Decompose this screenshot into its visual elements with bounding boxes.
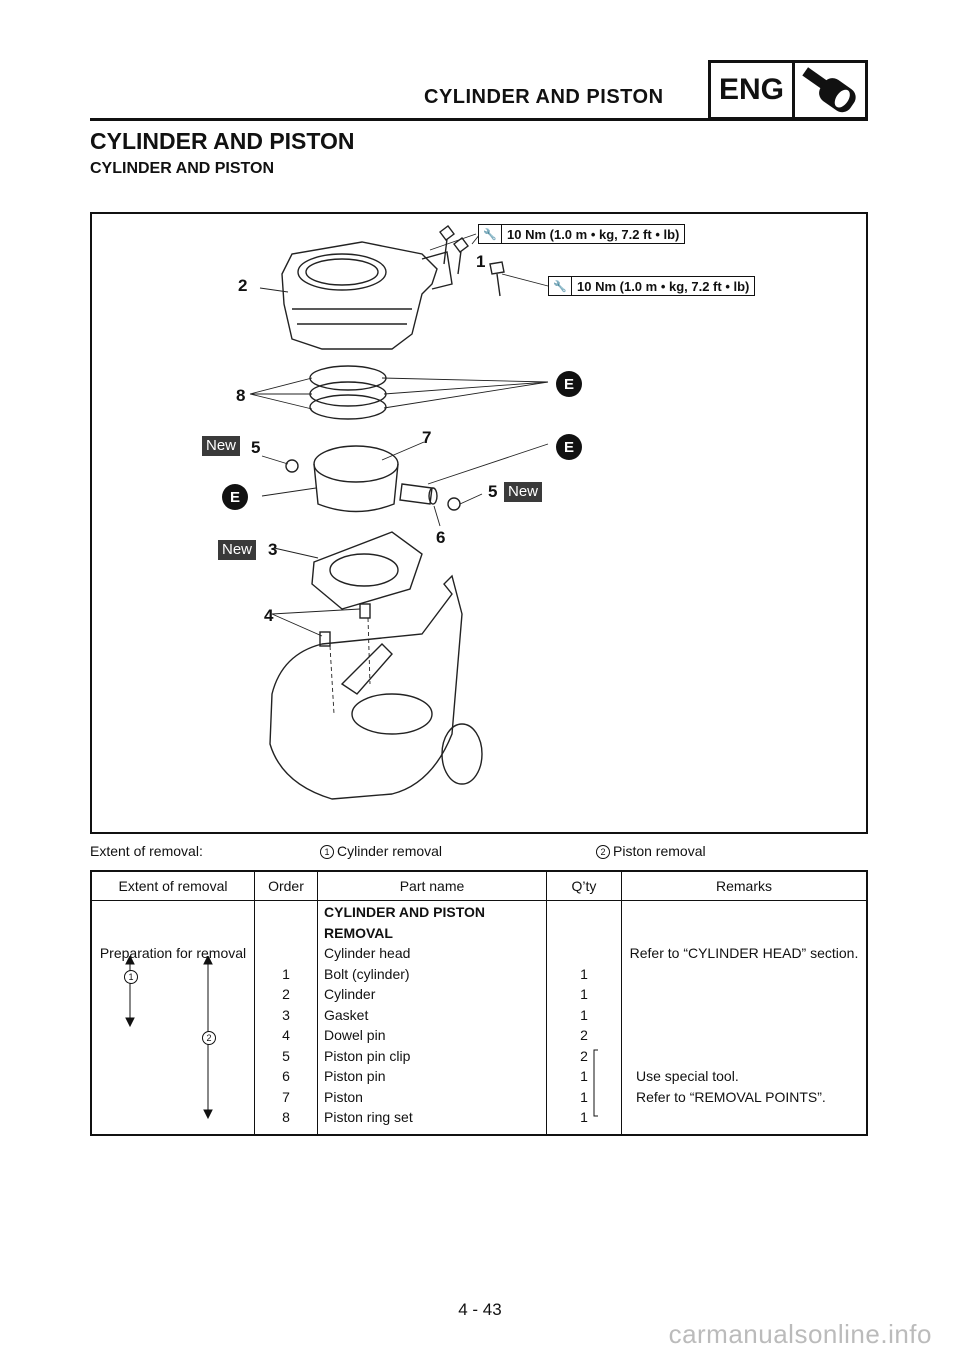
row-qty: 1 — [546, 1088, 622, 1109]
callout-5: 5 — [251, 438, 261, 457]
removal-table: Extent of removal Order Part name Q’ty R… — [90, 870, 868, 1136]
table-header: Extent of removal Order Part name Q’ty R… — [90, 870, 868, 901]
table-row: CYLINDER AND PISTON — [90, 900, 868, 925]
row-part: Piston pin — [317, 1068, 547, 1089]
engine-wrench-icon — [795, 63, 865, 117]
new-part-tag: New — [202, 436, 241, 456]
marker-circle: 2 — [596, 845, 610, 859]
engine-oil-badge: E — [556, 371, 582, 397]
callout-5: 5 — [488, 482, 498, 501]
row-part: Piston ring set — [317, 1109, 547, 1135]
range-marker: 2 — [202, 1029, 219, 1047]
callout-3: 3 — [268, 540, 278, 559]
torque-spec: 🔧 10 Nm (1.0 m • kg, 7.2 ft • lb) — [548, 276, 756, 296]
marker-circle: 2 — [202, 1031, 216, 1045]
row-qty: 1 — [546, 986, 622, 1007]
row-qty: 2 — [546, 1047, 622, 1068]
row-qty: 2 — [546, 1027, 622, 1048]
new-part-tag: New — [504, 482, 543, 502]
exploded-diagram: 🔧 10 Nm (1.0 m • kg, 7.2 ft • lb) 🔧 10 N… — [90, 212, 868, 834]
torque-wrench-icon: 🔧 — [479, 225, 502, 243]
header-part-name: Part name — [317, 870, 547, 901]
callout-4: 4 — [264, 606, 274, 625]
row-order: 8 — [254, 1109, 318, 1135]
torque-value: 10 Nm (1.0 m • kg, 7.2 ft • lb) — [507, 226, 680, 242]
range-marker: 1 — [124, 968, 141, 986]
extent-label: Extent of removal: — [90, 843, 203, 859]
header-order: Order — [254, 870, 318, 901]
header-title: CYLINDER AND PISTON — [424, 86, 664, 108]
header-rule — [90, 118, 868, 121]
row-qty: 1 — [546, 1068, 622, 1089]
row-part: Dowel pin — [317, 1027, 547, 1048]
callout-8: 8 — [236, 386, 246, 405]
prep-part: Cylinder head — [317, 945, 547, 966]
page-number: 4 - 43 — [458, 1300, 502, 1319]
callout-7: 7 — [422, 428, 432, 447]
diagram-drawing — [249, 225, 549, 800]
header-extent: Extent of removal — [90, 870, 255, 901]
marker-circle: 1 — [320, 845, 334, 859]
subsection-title: CYLINDER AND PISTON — [90, 160, 275, 177]
table-row: Preparation for removal Cylinder head Re… — [90, 945, 868, 966]
callout-1: 1 — [476, 252, 486, 271]
torque-wrench-icon: 🔧 — [549, 277, 572, 295]
callout-2: 2 — [238, 276, 248, 295]
table-row: REMOVAL — [90, 924, 868, 945]
section-title: REMOVAL — [317, 924, 547, 945]
row-qty: 1 — [546, 965, 622, 986]
engine-oil-badge: E — [222, 484, 248, 510]
prep-remarks: Refer to “CYLINDER HEAD” section. — [621, 945, 868, 966]
row-part: Cylinder — [317, 986, 547, 1007]
watermark: carmanualsonline.info — [668, 1319, 932, 1349]
new-part-tag: New — [218, 540, 257, 560]
header-remarks: Remarks — [621, 870, 868, 901]
extent-item-text: Piston removal — [613, 843, 706, 859]
marker-circle: 1 — [124, 970, 138, 984]
row-part: Bolt (cylinder) — [317, 965, 547, 986]
torque-value: 10 Nm (1.0 m • kg, 7.2 ft • lb) — [577, 278, 750, 294]
section-tab-label: ENG — [711, 63, 795, 117]
bracket-remark: Refer to “REMOVAL POINTS”. — [621, 1088, 868, 1109]
callout-6: 6 — [436, 528, 446, 547]
extent-item-text: Cylinder removal — [337, 843, 443, 859]
section-title: CYLINDER AND PISTON — [317, 900, 547, 925]
header-qty: Q’ty — [546, 870, 622, 901]
page-title: CYLINDER AND PISTON — [90, 128, 355, 154]
section-tab: ENG — [708, 60, 868, 120]
row-qty: 1 — [546, 1006, 622, 1027]
engine-oil-badge: E — [556, 434, 582, 460]
row-part: Piston — [317, 1088, 547, 1109]
bracket-remark: Use special tool. — [621, 1068, 868, 1089]
row-qty: 1 — [546, 1109, 622, 1135]
row-part: Piston pin clip — [317, 1047, 547, 1068]
torque-spec: 🔧 10 Nm (1.0 m • kg, 7.2 ft • lb) — [478, 224, 686, 244]
